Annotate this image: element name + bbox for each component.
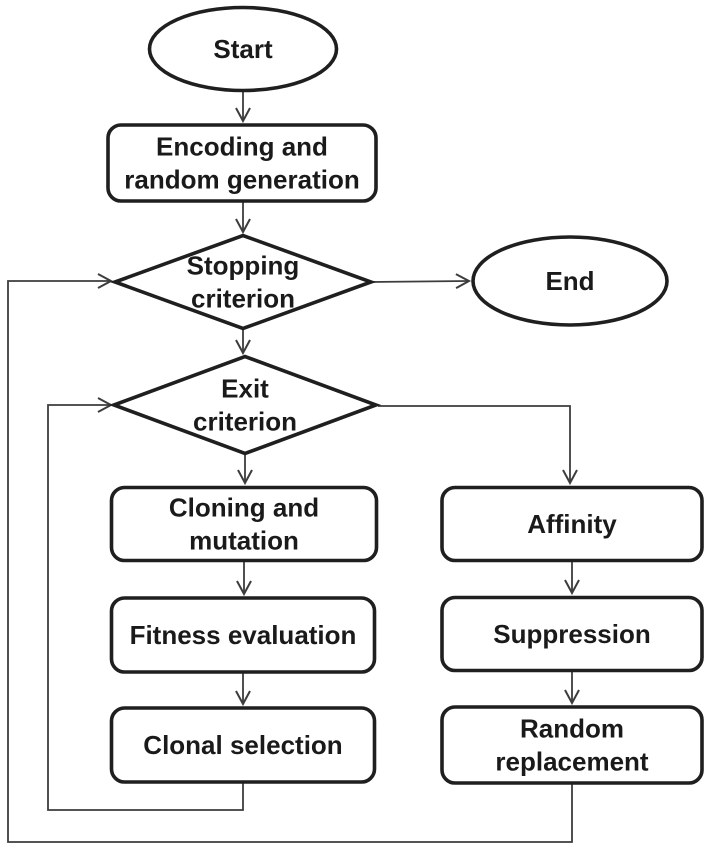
suppression-shape [440,595,704,673]
suppression-label: Suppression [493,619,650,649]
random-replacement-shape [440,705,704,785]
exit-criterion-label: Exit [221,374,269,404]
start-label: Start [213,34,273,64]
random-replacement-label: Random [520,714,624,744]
node-affinity: Affinity [440,485,704,563]
stopping-criterion-label: criterion [191,284,295,314]
edge-exit-to-affinity [378,405,578,486]
random-replacement-label: replacement [495,747,649,777]
affinity-label: Affinity [527,509,617,539]
node-start: Start [147,5,339,93]
cloning-mutation-label: Cloning and [169,493,319,523]
node-end: End [471,235,669,327]
clonal-selection-label: Clonal selection [143,730,342,760]
affinity-shape [440,485,704,563]
fitness-evaluation-shape [109,596,377,674]
cloning-mutation-shape [109,485,379,563]
exit-criterion-shape [108,354,382,456]
encoding-shape [106,123,378,203]
cloning-mutation-label: mutation [189,526,299,556]
edge-clonal-loop-to-exit [47,397,244,811]
end-shape [471,235,669,327]
exit-criterion-label: criterion [193,407,297,437]
edge-random-loop-to-stopping [7,273,573,843]
fitness-evaluation-label: Fitness evaluation [130,620,357,650]
edge-stopping-to-end [371,273,472,290]
stopping-criterion-label: Stopping [187,251,300,281]
clonal-selection-shape [109,706,377,784]
edges-layer [7,91,580,843]
end-label: End [545,266,594,296]
node-fitness-evaluation: Fitness evaluation [109,596,377,674]
node-suppression: Suppression [440,595,704,673]
encoding-label: random generation [124,165,359,195]
stopping-criterion-shape [109,233,377,331]
start-shape [147,5,339,93]
encoding-label: Encoding and [156,132,328,162]
node-clonal-selection: Clonal selection [109,706,377,784]
